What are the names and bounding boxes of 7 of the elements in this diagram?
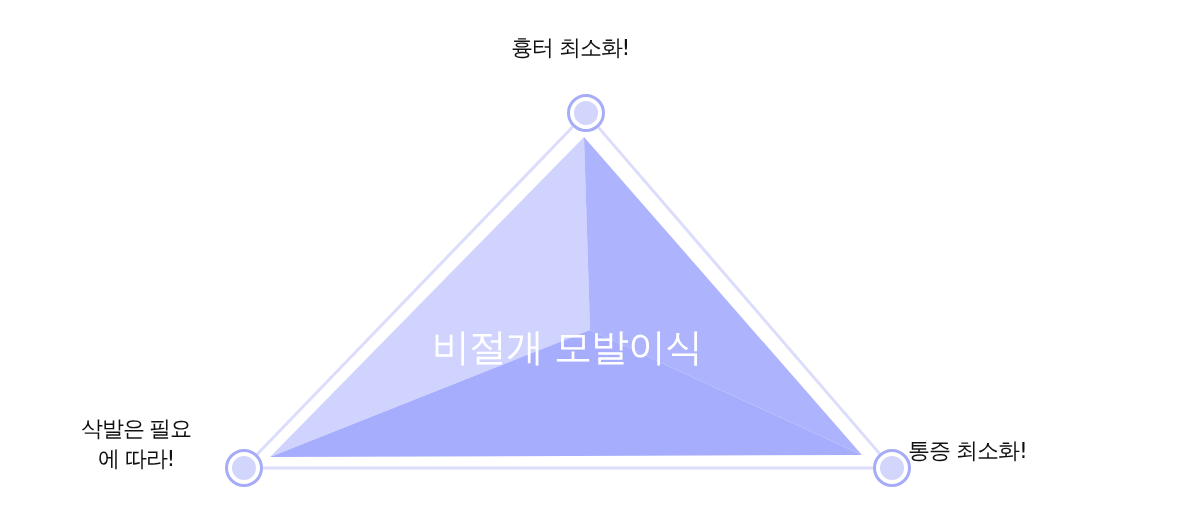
vertex-label: 통증 최소화! (908, 437, 1028, 465)
connector-line (597, 126, 881, 455)
connector-line (256, 125, 574, 456)
vertex-label: 흉터 최소화! (509, 34, 631, 62)
center-label: 비절개 모발이식 (430, 324, 704, 371)
connector-line (263, 466, 873, 470)
vertex-label: 삭발은 필요에 따라! (79, 415, 193, 473)
